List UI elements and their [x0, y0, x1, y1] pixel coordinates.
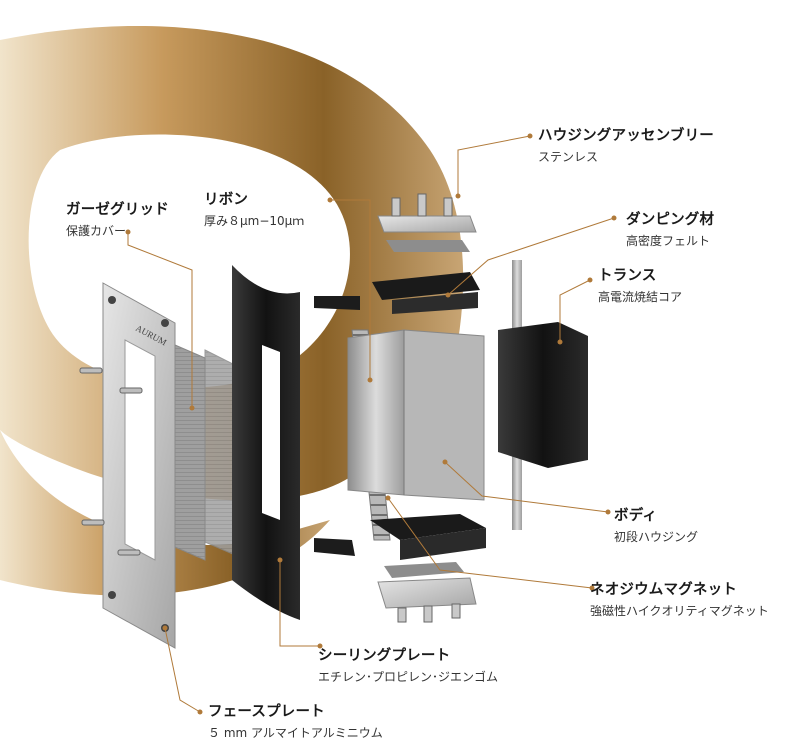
label-ribbon-title: リボン [204, 192, 249, 208]
label-magnet: ネオジウムマグネット 強磁性ハイクオリティマグネット [590, 578, 769, 619]
label-body-title: ボディ [614, 508, 658, 524]
label-transformer-sub: 高電流焼結コア [598, 290, 683, 304]
label-housing-assembly-title: ハウジングアッセンブリー [538, 128, 714, 144]
label-body: ボディ 初段ハウジング [614, 504, 698, 545]
label-sealing-plate-sub: エチレン･プロピレン･ジエンゴム [318, 670, 499, 684]
label-ribbon: リボン 厚み８μm−10μｍ [204, 188, 304, 229]
label-housing-assembly-sub: ステンレス [538, 150, 599, 164]
housing-bottom [370, 514, 486, 623]
label-gauze-grid-title: ガーゼグリッド [66, 202, 169, 218]
label-damping: ダンピング材 高密度フェルト [626, 208, 714, 249]
leader-dots [125, 133, 617, 715]
label-body-sub: 初段ハウジング [614, 530, 699, 544]
label-face-plate-sub: ５ mm アルマイトアルミニウム [208, 726, 383, 740]
label-magnet-sub: 強磁性ハイクオリティマグネット [590, 604, 769, 618]
label-transformer-title: トランス [598, 268, 657, 284]
label-gauze-grid-sub: 保護カバー [66, 224, 127, 238]
label-sealing-plate-title: シーリングプレート [318, 648, 451, 664]
label-sealing-plate: シーリングプレート エチレン･プロピレン･ジエンゴム [318, 644, 498, 685]
transformer [498, 260, 588, 530]
sealing-plate [232, 265, 300, 620]
label-face-plate: フェースプレート ５ mm アルマイトアルミニウム [208, 700, 383, 741]
label-ribbon-sub: 厚み８μm−10μｍ [204, 214, 305, 228]
face-plate: AURUM [79, 282, 176, 649]
housing-top [372, 193, 480, 314]
label-face-plate-title: フェースプレート [208, 704, 325, 720]
leader-lines [127, 135, 615, 713]
spacer-bars [314, 296, 360, 556]
gauze-grid [174, 344, 236, 561]
label-damping-sub: 高密度フェルト [626, 234, 711, 248]
body-housing [347, 329, 485, 501]
label-magnet-title: ネオジウムマグネット [590, 582, 737, 598]
label-gauze-grid: ガーゼグリッド 保護カバー [66, 198, 169, 239]
label-transformer: トランス 高電流焼結コア [598, 264, 682, 305]
label-housing-assembly: ハウジングアッセンブリー ステンレス [538, 124, 714, 165]
label-damping-title: ダンピング材 [626, 212, 715, 228]
